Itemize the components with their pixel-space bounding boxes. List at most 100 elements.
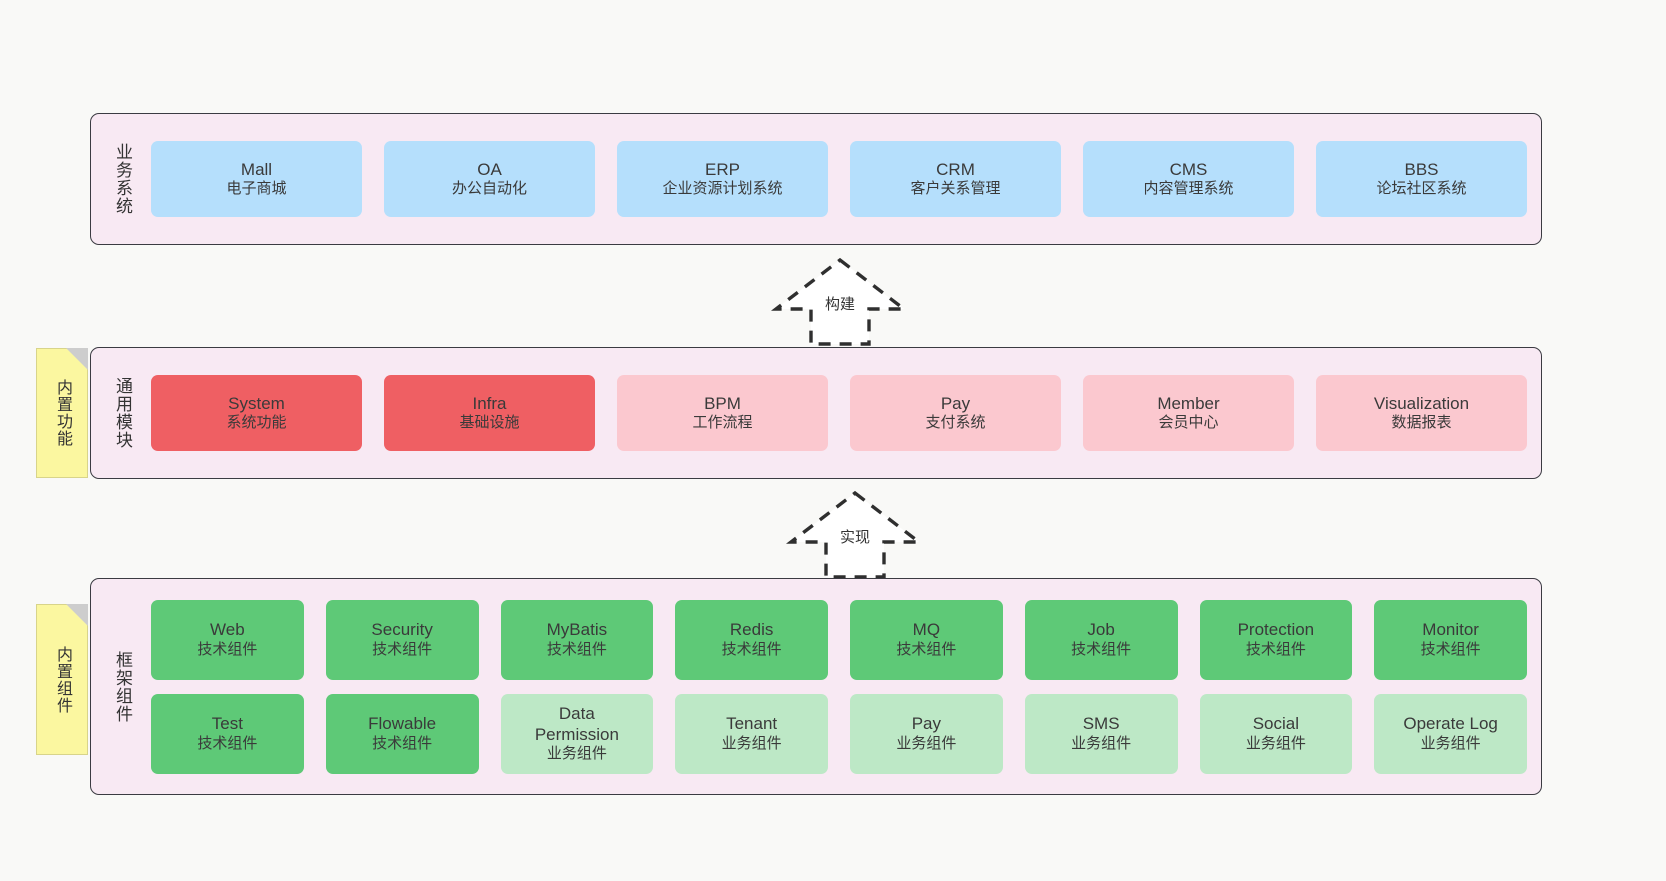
card-subtitle: 企业资源计划系统 [662,180,783,198]
arrow-implement-up: 实现 [780,488,930,582]
card-social[interactable]: Social 业务组件 [1199,693,1353,774]
card-row: Web 技术组件 Security 技术组件 MyBatis 技术组件 Redi… [151,599,1527,680]
note-label: 内置组件 [54,645,71,714]
card-subtitle: 基础设施 [459,414,520,432]
card-title: Operate Log [1403,714,1498,734]
card-flowable[interactable]: Flowable 技术组件 [325,693,479,774]
card-subtitle: 技术组件 [1420,640,1481,658]
card-subtitle: 业务组件 [1245,734,1306,752]
card-visualization[interactable]: Visualization 数据报表 [1316,375,1527,451]
card-mybatis[interactable]: MyBatis 技术组件 [500,599,654,680]
card-title: CMS [1169,159,1208,179]
card-data-permission[interactable]: Data Permission 业务组件 [500,693,654,774]
card-title: BBS [1404,159,1439,179]
card-erp[interactable]: ERP 企业资源计划系统 [617,141,828,217]
card-oa[interactable]: OA 办公自动化 [384,141,595,217]
card-title: Job [1087,620,1115,640]
card-subtitle: 业务组件 [721,734,782,752]
card-title: Social [1252,714,1300,734]
card-subtitle: 客户关系管理 [910,180,1001,198]
card-title: CRM [936,159,975,179]
layer-cards-common-module: System 系统功能 Infra 基础设施 BPM 工作流程 Pay 支付系统… [145,348,1541,478]
card-cms[interactable]: CMS 内容管理系统 [1083,141,1294,217]
card-title: Redis [729,620,774,640]
card-subtitle: 业务组件 [1071,734,1132,752]
card-test[interactable]: Test 技术组件 [151,693,304,774]
card-monitor[interactable]: Monitor 技术组件 [1374,599,1527,680]
layer-business-system: 业务系统 Mall 电子商城 OA 办公自动化 ERP 企业资源计划系统 CRM… [90,113,1542,245]
card-subtitle: 技术组件 [197,640,258,658]
card-subtitle: 系统功能 [226,414,287,432]
card-subtitle: 办公自动化 [451,180,527,198]
card-redis[interactable]: Redis 技术组件 [675,599,828,680]
card-subtitle: 技术组件 [1245,640,1306,658]
arrow-build-up: 构建 [765,255,915,349]
card-title: Monitor [1422,620,1479,640]
card-web[interactable]: Web 技术组件 [151,599,304,680]
card-subtitle: 技术组件 [197,734,258,752]
card-subtitle: 技术组件 [721,640,782,658]
card-bbs[interactable]: BBS 论坛社区系统 [1316,141,1527,217]
card-subtitle: 业务组件 [546,745,607,763]
card-title: Pay [911,714,942,734]
card-row: Mall 电子商城 OA 办公自动化 ERP 企业资源计划系统 CRM 客户关系… [151,141,1527,217]
card-title-line2: Permission [534,725,619,745]
card-subtitle: 技术组件 [372,734,433,752]
card-job[interactable]: Job 技术组件 [1024,599,1178,680]
card-subtitle: 支付系统 [925,414,986,432]
layer-framework-component: 框架组件 Web 技术组件 Security 技术组件 MyBatis 技术组件… [90,578,1542,795]
card-member[interactable]: Member 会员中心 [1083,375,1294,451]
card-subtitle: 业务组件 [1420,734,1481,752]
card-row: System 系统功能 Infra 基础设施 BPM 工作流程 Pay 支付系统… [151,375,1527,451]
card-title: Protection [1237,620,1315,640]
card-title: Web [210,620,245,640]
card-title: Flowable [368,714,437,734]
card-sms[interactable]: SMS 业务组件 [1024,693,1178,774]
card-row: Test 技术组件 Flowable 技术组件 Data Permission … [151,693,1527,774]
arrow-label-implement: 实现 [839,529,870,546]
card-title: BPM [704,393,741,413]
card-security[interactable]: Security 技术组件 [325,599,479,680]
layer-title-business-system: 业务系统 [113,143,133,215]
card-title: Visualization [1373,393,1470,413]
card-title: Data [558,703,595,723]
card-subtitle: 会员中心 [1158,414,1219,432]
dashed-hollow-arrow-icon [785,490,925,579]
card-pay-component[interactable]: Pay 业务组件 [850,693,1003,774]
card-title: OA [477,159,502,179]
layer-title-framework-component: 框架组件 [113,650,133,723]
layer-cards-framework-component: Web 技术组件 Security 技术组件 MyBatis 技术组件 Redi… [145,579,1541,794]
card-system[interactable]: System 系统功能 [151,375,362,451]
card-title: SMS [1082,714,1120,734]
card-tenant[interactable]: Tenant 业务组件 [675,693,828,774]
card-infra[interactable]: Infra 基础设施 [384,375,595,451]
note-built-in-components: 内置组件 [36,604,88,755]
card-title: Tenant [726,714,778,734]
card-subtitle: 技术组件 [1071,640,1132,658]
layer-common-module: 通用模块 System 系统功能 Infra 基础设施 BPM 工作流程 Pay… [90,347,1542,479]
card-subtitle: 工作流程 [692,414,753,432]
card-bpm[interactable]: BPM 工作流程 [617,375,828,451]
card-operate-log[interactable]: Operate Log 业务组件 [1374,693,1527,774]
card-mq[interactable]: MQ 技术组件 [850,599,1003,680]
card-title: Test [211,714,243,734]
card-title: ERP [705,159,740,179]
card-protection[interactable]: Protection 技术组件 [1199,599,1353,680]
card-subtitle: 电子商城 [226,180,287,198]
arrow-label-build: 构建 [824,296,855,313]
card-title: Infra [472,393,507,413]
card-title: Member [1157,393,1220,413]
note-built-in-features: 内置功能 [36,348,88,478]
card-pay-module[interactable]: Pay 支付系统 [850,375,1061,451]
dashed-hollow-arrow-icon [770,257,910,346]
card-title: Pay [940,393,971,413]
card-subtitle: 数据报表 [1391,414,1452,432]
card-title: Mall [240,159,273,179]
card-mall[interactable]: Mall 电子商城 [151,141,362,217]
layer-cards-business-system: Mall 电子商城 OA 办公自动化 ERP 企业资源计划系统 CRM 客户关系… [145,114,1541,244]
card-subtitle: 技术组件 [372,640,433,658]
card-title: Security [371,620,433,640]
card-subtitle: 技术组件 [896,640,957,658]
card-crm[interactable]: CRM 客户关系管理 [850,141,1061,217]
